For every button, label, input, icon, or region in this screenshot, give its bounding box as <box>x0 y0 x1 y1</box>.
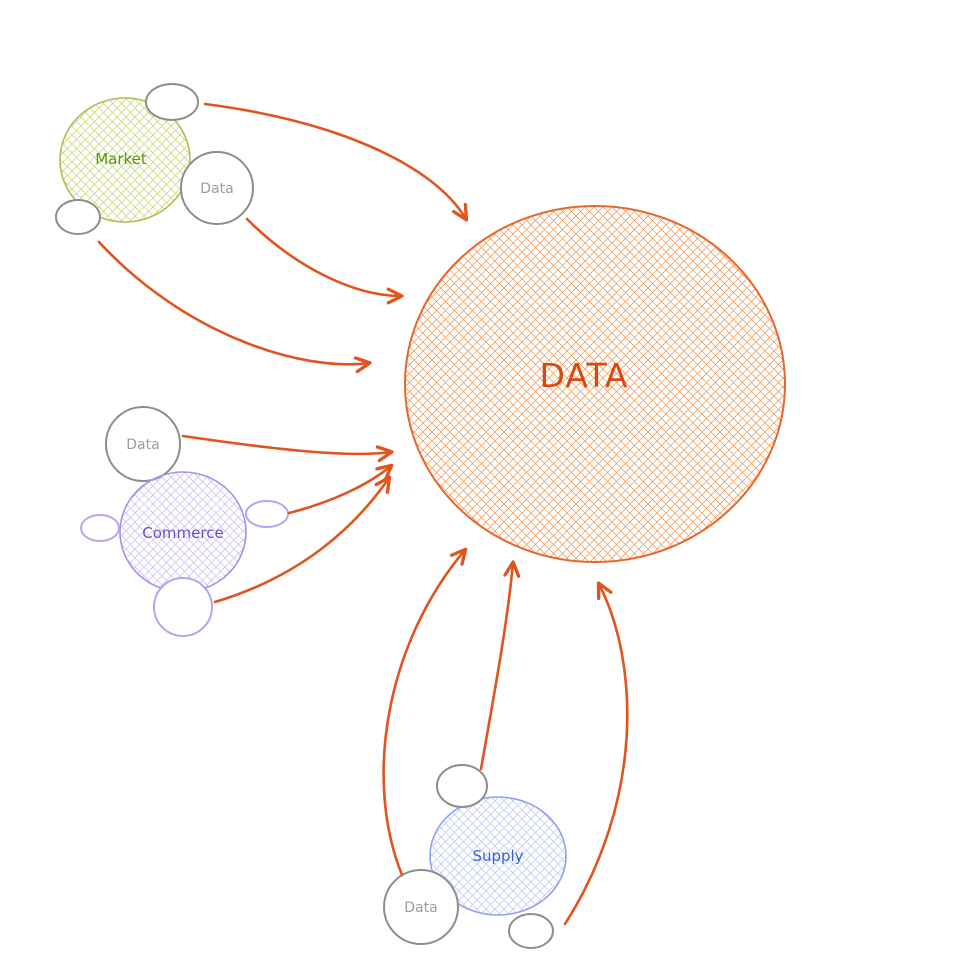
arrow-supply-left-to-data <box>382 547 468 877</box>
market-cluster: Market Data <box>55 83 254 235</box>
central-data-node: DATA <box>404 205 786 563</box>
arrow-supply-right-to-data <box>563 581 629 926</box>
commerce-data-circle <box>105 406 181 482</box>
supply-data-label: Data <box>404 900 437 916</box>
arrow-market-data-to-data <box>245 217 404 305</box>
commerce-satellite-right <box>245 500 289 528</box>
commerce-cluster: Data Commerce <box>80 406 289 637</box>
supply-data-circle <box>383 869 459 945</box>
arrow-supply-top-to-data <box>479 560 521 771</box>
commerce-data-label: Data <box>126 437 159 453</box>
commerce-label: Commerce <box>142 524 223 542</box>
market-satellite-top <box>145 83 199 121</box>
supply-cluster: Supply Data <box>383 764 567 949</box>
supply-satellite-top <box>436 764 488 808</box>
supply-satellite-bottom <box>508 913 554 949</box>
supply-circle <box>429 796 567 916</box>
market-data-label: Data <box>200 181 233 197</box>
market-label: Market <box>95 150 147 168</box>
arrow-commerce-data-to-data <box>181 434 394 463</box>
commerce-satellite-left <box>80 514 120 542</box>
central-data-circle <box>404 205 786 563</box>
market-satellite-bottom <box>55 199 101 235</box>
arrow-commerce-right-to-data <box>287 463 394 515</box>
supply-label: Supply <box>472 847 523 865</box>
market-data-circle <box>180 151 254 225</box>
central-data-label: DATA <box>539 356 628 395</box>
arrow-commerce-bottom-to-data <box>213 475 392 604</box>
market-circle <box>59 97 191 223</box>
arrow-market-bottom-to-data <box>97 240 372 374</box>
arrows <box>97 102 629 926</box>
arrow-market-top-to-data <box>203 102 469 222</box>
commerce-satellite-bottom <box>153 577 213 637</box>
